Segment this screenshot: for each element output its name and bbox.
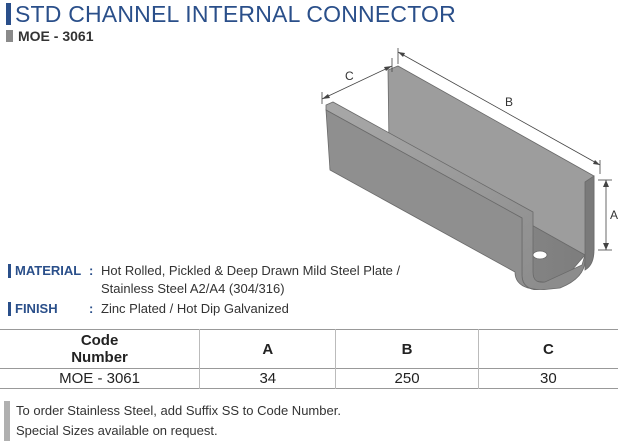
dim-c-line bbox=[321, 65, 393, 100]
product-code: MOE - 3061 bbox=[18, 28, 94, 44]
header-a: A bbox=[199, 329, 336, 369]
header-code-number: Code Number bbox=[71, 332, 128, 366]
table-header-row: Code Number A B C bbox=[0, 329, 618, 369]
note-stainless: To order Stainless Steel, add Suffix SS … bbox=[16, 403, 341, 418]
title-accent-bar bbox=[6, 3, 11, 25]
spec-material-line-1: Hot Rolled, Pickled & Deep Drawn Mild St… bbox=[101, 263, 401, 278]
spec-material-label: MATERIAL bbox=[15, 263, 82, 278]
mounting-hole bbox=[532, 250, 548, 260]
notes-marker bbox=[4, 401, 10, 441]
spec-finish-line-1: Zinc Plated / Hot Dip Galvanized bbox=[101, 301, 289, 316]
cell-b: 250 bbox=[335, 368, 479, 389]
spec-material-line-2: Stainless Steel A2/A4 (304/316) bbox=[101, 281, 285, 296]
spec-marker bbox=[8, 302, 11, 316]
header-c: C bbox=[477, 329, 618, 369]
dim-b-label: B bbox=[505, 95, 513, 109]
dim-b-line bbox=[397, 51, 601, 166]
spec-marker bbox=[8, 264, 11, 278]
cell-a: 34 bbox=[199, 368, 336, 389]
cell-c: 30 bbox=[477, 368, 618, 389]
spec-finish-row: FINISH : Zinc Plated / Hot Dip Galvanize… bbox=[8, 300, 400, 318]
channel-end-lip bbox=[584, 175, 595, 271]
subtitle-marker bbox=[6, 30, 13, 42]
table-row: MOE - 3061 34 250 30 bbox=[0, 368, 618, 389]
dim-c-label: C bbox=[345, 69, 354, 83]
notes-section: To order Stainless Steel, add Suffix SS … bbox=[4, 401, 341, 441]
title-row: STD CHANNEL INTERNAL CONNECTOR bbox=[6, 2, 456, 26]
subtitle-row: MOE - 3061 bbox=[6, 28, 93, 44]
spec-section: MATERIAL : Hot Rolled, Pickled & Deep Dr… bbox=[8, 262, 400, 318]
spec-material-row: MATERIAL : Hot Rolled, Pickled & Deep Dr… bbox=[8, 262, 400, 298]
header-b: B bbox=[335, 329, 479, 369]
cell-code: MOE - 3061 bbox=[59, 370, 140, 387]
spec-finish-label: FINISH bbox=[15, 301, 58, 316]
note-special-sizes: Special Sizes available on request. bbox=[16, 423, 218, 438]
dim-a-label: A bbox=[610, 208, 618, 222]
page-title: STD CHANNEL INTERNAL CONNECTOR bbox=[15, 1, 456, 27]
dimensions-table: Code Number A B C MOE - 3061 34 250 30 bbox=[0, 329, 618, 389]
channel-front-face bbox=[325, 109, 541, 290]
channel-connector-diagram: B C A bbox=[321, 48, 618, 290]
